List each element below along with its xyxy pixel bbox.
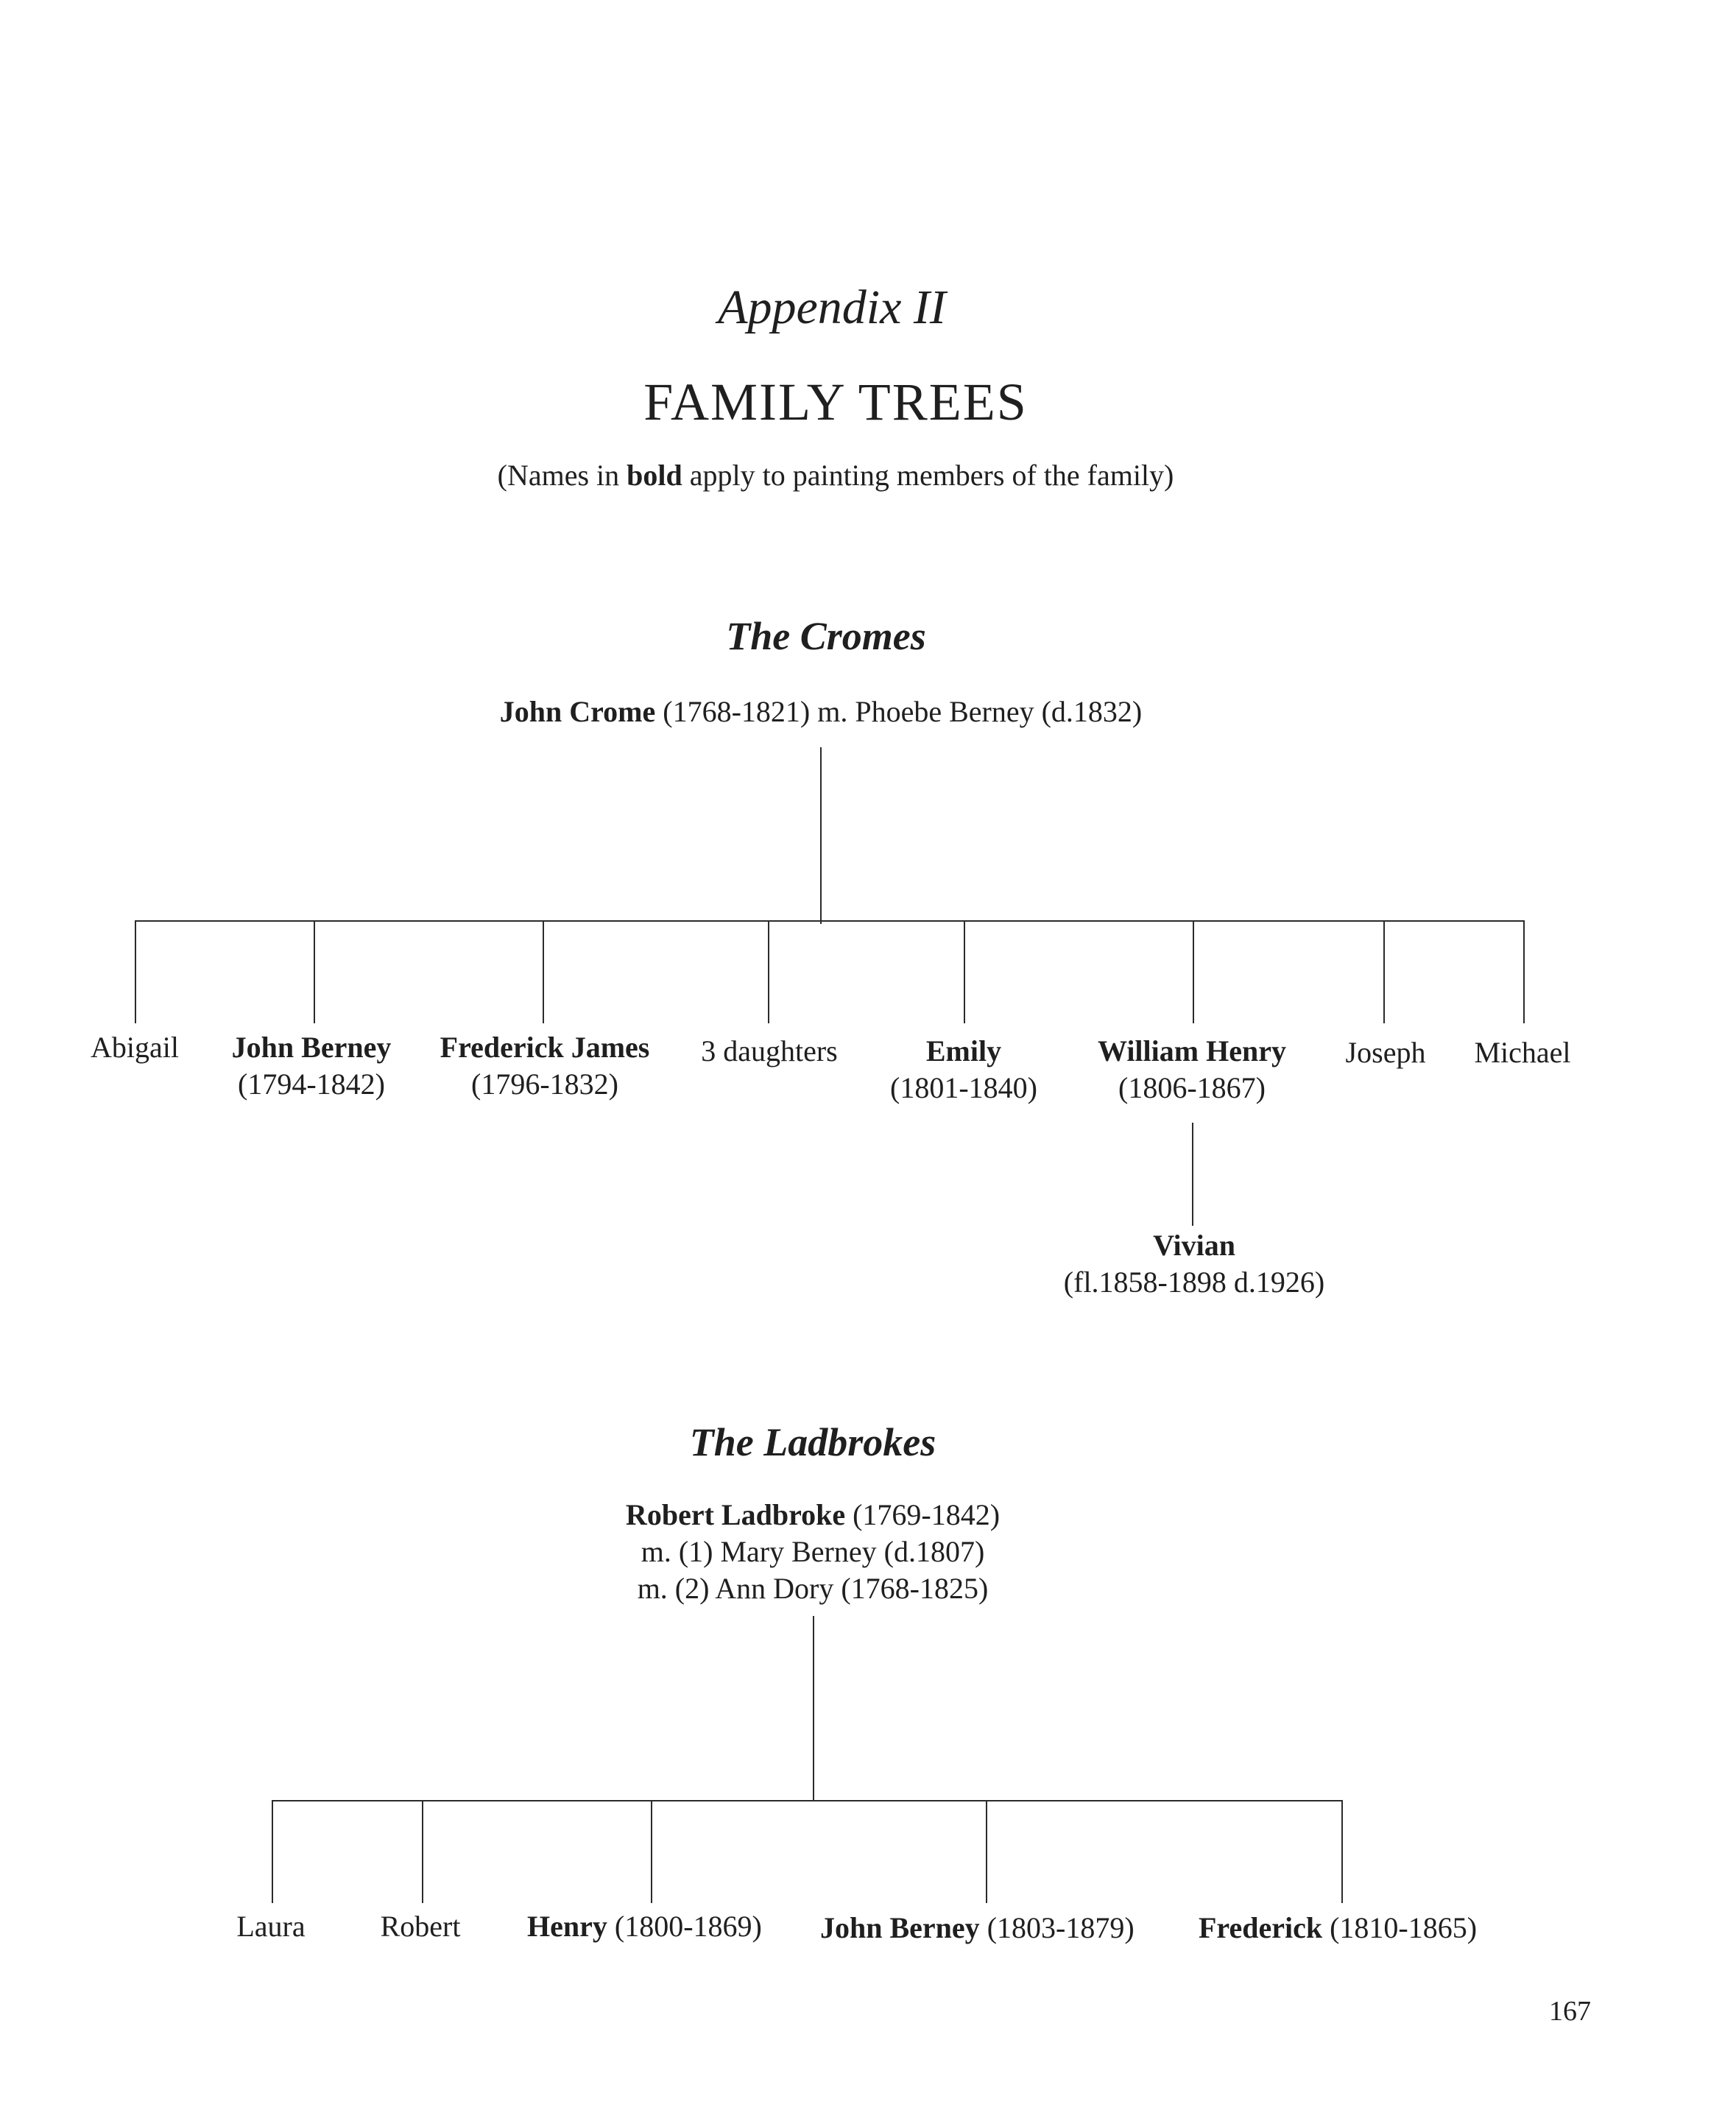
ladbrokes-drop-line <box>651 1800 652 1903</box>
ladbrokes-father-name: Robert Ladbroke <box>625 1498 846 1531</box>
child-name: Michael <box>1474 1036 1571 1069</box>
child-dates: (1801-1840) <box>890 1071 1037 1104</box>
child-name: Laura <box>236 1910 306 1943</box>
cromes-child: John Berney(1794-1842) <box>232 1029 392 1103</box>
cromes-drop-line <box>543 920 544 1023</box>
cromes-drop-line <box>135 920 136 1023</box>
note-bold-word: bold <box>627 459 682 492</box>
ladbrokes-parents: Robert Ladbroke (1769-1842) m. (1) Mary … <box>626 1497 1000 1607</box>
cromes-child: Emily (1801-1840) <box>890 1033 1037 1107</box>
ladbrokes-child: John Berney (1803-1879) <box>820 1910 1135 1947</box>
appendix-label: Appendix II <box>718 280 946 334</box>
cromes-trunk-line <box>820 747 822 924</box>
vivian-drop-line <box>1192 1123 1193 1226</box>
child-name: Joseph <box>1345 1036 1426 1069</box>
cromes-drop-line <box>1193 920 1194 1023</box>
ladbrokes-trunk-line <box>813 1616 814 1801</box>
ladbrokes-drop-line <box>1341 1800 1343 1903</box>
cromes-drop-line <box>1383 920 1385 1023</box>
child-name: Henry <box>527 1910 607 1943</box>
ladbrokes-child: Frederick (1810-1865) <box>1199 1910 1477 1947</box>
child-name: John Berney <box>820 1911 980 1944</box>
page-number: 167 <box>1549 1996 1591 2027</box>
ladbrokes-child: Henry (1800-1869) <box>527 1908 762 1945</box>
ladbrokes-sibling-line <box>272 1800 1343 1801</box>
cromes-drop-line <box>768 920 769 1023</box>
ladbrokes-drop-line <box>272 1800 273 1903</box>
child-dates: (1800-1869) <box>607 1910 762 1943</box>
note-after: apply to painting members of the family) <box>682 459 1174 492</box>
cromes-child: Frederick James(1796-1832) <box>440 1029 650 1103</box>
ladbrokes-father: Robert Ladbroke (1769-1842) <box>626 1497 1000 1534</box>
cromes-heading: The Cromes <box>726 614 926 658</box>
child-dates: (1806-1867) <box>1118 1071 1266 1104</box>
ladbrokes-marriage-2: m. (2) Ann Dory (1768-1825) <box>637 1572 989 1605</box>
child-dates: (1794-1842) <box>238 1067 385 1101</box>
child-name: Emily <box>925 1034 1002 1067</box>
child-name: Frederick <box>1199 1911 1323 1944</box>
ladbrokes-heading: The Ladbrokes <box>689 1420 936 1464</box>
page-title: FAMILY TREES <box>643 373 1028 431</box>
cromes-grandchild: Vivian (fl.1858-1898 d.1926) <box>1064 1227 1324 1301</box>
grandchild-name: Vivian <box>1153 1229 1235 1262</box>
cromes-child: William Henry (1806-1867) <box>1098 1033 1286 1107</box>
child-name: Abigail <box>91 1031 179 1064</box>
bold-note: (Names in bold apply to painting members… <box>498 458 1174 493</box>
cromes-parents: John Crome (1768-1821) m. Phoebe Berney … <box>500 693 1142 730</box>
child-name: Robert <box>380 1910 461 1943</box>
child-name: William Henry <box>1098 1034 1286 1067</box>
child-dates: (1810-1865) <box>1322 1911 1478 1944</box>
child-name: Frederick James <box>440 1031 650 1064</box>
cromes-drop-line <box>314 920 315 1023</box>
ladbrokes-drop-line <box>986 1800 987 1903</box>
ladbrokes-father-dates: (1769-1842) <box>845 1498 1001 1531</box>
child-dates: (1803-1879) <box>979 1911 1135 1944</box>
child-name: 3 daughters <box>701 1034 838 1067</box>
note-before: (Names in <box>497 459 627 492</box>
child-dates: (1796-1832) <box>471 1067 618 1101</box>
ladbrokes-drop-line <box>422 1800 423 1903</box>
cromes-father-name: John Crome <box>499 695 656 728</box>
grandchild-dates: (fl.1858-1898 d.1926) <box>1063 1266 1325 1299</box>
cromes-child: Michael <box>1474 1034 1570 1071</box>
cromes-child: Abigail <box>91 1029 179 1066</box>
cromes-sibling-line <box>135 920 1525 922</box>
ladbrokes-child: Robert <box>381 1908 461 1945</box>
child-name: John Berney <box>231 1031 392 1064</box>
ladbrokes-marriage-1: m. (1) Mary Berney (d.1807) <box>641 1535 985 1568</box>
ladbrokes-child: Laura <box>236 1908 305 1945</box>
cromes-drop-line <box>1523 920 1525 1023</box>
cromes-child: Joseph <box>1346 1034 1426 1071</box>
cromes-drop-line <box>964 920 965 1023</box>
cromes-parents-rest: (1768-1821) m. Phoebe Berney (d.1832) <box>655 695 1143 728</box>
cromes-child: 3 daughters <box>701 1033 838 1070</box>
